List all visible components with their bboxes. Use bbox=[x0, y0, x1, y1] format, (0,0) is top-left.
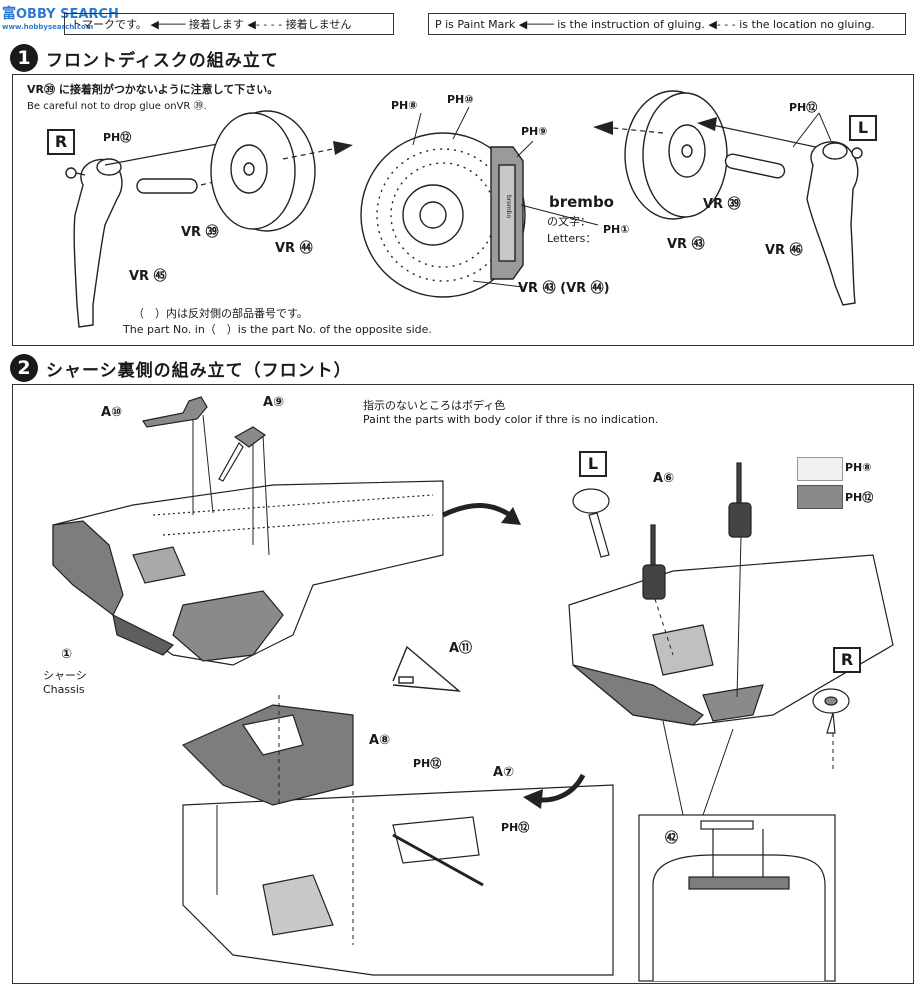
label-brembo: brembo bbox=[549, 193, 614, 211]
step2-note-jp: 指示のないところはボディ色 bbox=[363, 399, 506, 412]
side-right-marker: R bbox=[833, 647, 861, 673]
step2-diagram bbox=[52, 396, 894, 982]
label-chassis-en: Chassis bbox=[43, 683, 85, 696]
legend-en-paint: P is Paint Mark bbox=[435, 18, 516, 31]
disc-left-illustration bbox=[210, 110, 316, 232]
label-vr39-right: VR ㊴ bbox=[703, 197, 741, 212]
watermark-brand-cn: 富 bbox=[2, 6, 16, 22]
glue-arrow-icon: ◀──── bbox=[518, 18, 558, 31]
watermark-url: www.hobbysearch.com bbox=[2, 23, 94, 31]
arrow-head-icon bbox=[333, 141, 353, 155]
side-left-marker: L bbox=[849, 115, 877, 141]
step2-note-en: Paint the parts with body color if thre … bbox=[363, 413, 659, 426]
step1-note-jp: VR㊴ に接着剤がつかないように注意して下さい。 bbox=[27, 83, 279, 96]
step2-title: シャーシ裏側の組み立て（フロント） bbox=[46, 361, 352, 381]
label-ph1: PH① bbox=[603, 223, 630, 236]
svg-text:brembo: brembo bbox=[505, 195, 512, 218]
label-vr43: VR ㊸ bbox=[667, 237, 705, 252]
label-ph12-b: PH⑫ bbox=[501, 821, 530, 834]
label-a11: A⑪ bbox=[449, 641, 473, 656]
label-a6: A⑥ bbox=[653, 471, 675, 486]
label-vr46: VR ㊻ bbox=[765, 243, 803, 258]
pin-left-illustration bbox=[136, 178, 198, 194]
step1-diagram: brembo bbox=[65, 90, 863, 328]
step1-note-en: Be careful not to drop glue onVR ㊴. bbox=[27, 101, 207, 112]
swatch-dark-label: PH⑫ bbox=[845, 491, 874, 504]
mount-left-illustration bbox=[572, 488, 610, 558]
noglue-arrow-icon: ◀- - - bbox=[708, 18, 740, 31]
label-a9: A⑨ bbox=[263, 395, 285, 410]
label-chassis-number: ① bbox=[61, 647, 73, 662]
label-a7: A⑦ bbox=[493, 765, 515, 780]
chassis-front-view-illustration bbox=[182, 784, 614, 976]
label-a8: A⑧ bbox=[369, 733, 391, 748]
knuckle-left-illustration bbox=[65, 158, 123, 328]
legend-en: P is Paint Mark ◀──── is the instruction… bbox=[428, 13, 906, 35]
glue-arrow-icon: ◀──── bbox=[150, 18, 189, 31]
legend-en-glue: is the instruction of gluing. bbox=[557, 18, 705, 31]
noglue-arrow-icon: ◀- - - - bbox=[247, 18, 286, 31]
legend-en-noglue: is the location no gluing. bbox=[739, 18, 875, 31]
shock-absorber-left-illustration bbox=[642, 524, 666, 600]
brembo-disc-illustration: brembo bbox=[360, 132, 526, 298]
arrow-head-icon bbox=[501, 507, 521, 525]
step1-footnote-en: The part No. in（ ）is the part No. of the… bbox=[123, 323, 432, 336]
part-a8-illustration bbox=[181, 704, 354, 806]
label-brembo-jp: の文字： bbox=[547, 215, 591, 228]
label-ph9: PH⑨ bbox=[521, 125, 548, 138]
label-brembo-en: Letters： bbox=[547, 232, 597, 245]
label-ph12-left: PH⑫ bbox=[103, 131, 132, 144]
arrow-head-icon bbox=[697, 117, 717, 131]
label-vr45: VR ㊺ bbox=[129, 269, 167, 284]
label-a10: A⑩ bbox=[101, 405, 123, 420]
arrow-head-icon bbox=[523, 789, 543, 809]
label-vr43-44: VR ㊸ (VR ㊹) bbox=[518, 281, 610, 296]
legend-jp-noglue: 接着しません bbox=[285, 18, 352, 31]
step2-panel: 指示のないところはボディ色 Paint the parts with body … bbox=[12, 384, 914, 984]
label-ph10: PH⑩ bbox=[447, 93, 474, 106]
chassis-illustration bbox=[52, 480, 444, 666]
legend-jp-prefix: トマークです。 bbox=[71, 18, 147, 31]
label-ph12-right: PH⑫ bbox=[789, 101, 818, 114]
watermark-logo: 富OBBY SEARCH www.hobbysearch.com bbox=[2, 3, 152, 31]
step1-title: フロントディスクの組み立て bbox=[46, 51, 279, 71]
step1-footnote-jp: （ ）内は反対側の部品番号です。 bbox=[133, 307, 308, 320]
swatch-light bbox=[797, 457, 843, 481]
pin-right-illustration bbox=[724, 153, 786, 179]
label-chassis-jp: シャーシ bbox=[43, 669, 87, 682]
part-a10-illustration bbox=[142, 396, 208, 428]
arrow-head-icon bbox=[593, 121, 613, 135]
part-a9-illustration bbox=[218, 426, 267, 482]
part-a11-illustration bbox=[392, 645, 462, 692]
legend-jp-glue: 接着します bbox=[188, 18, 244, 31]
side-left-marker: L bbox=[579, 451, 607, 477]
step2-number: 2 bbox=[10, 354, 38, 382]
step1-number: 1 bbox=[10, 44, 38, 72]
label-ph8: PH⑧ bbox=[391, 99, 418, 112]
mount-right-illustration bbox=[812, 688, 850, 734]
shock-absorber-right-illustration bbox=[728, 462, 752, 538]
watermark-brand-en: OBBY SEARCH bbox=[16, 7, 119, 22]
knuckle-right-illustration bbox=[806, 141, 863, 306]
detail-inset-box bbox=[638, 814, 836, 982]
label-vr44: VR ㊹ bbox=[275, 241, 313, 256]
side-right-marker: R bbox=[47, 129, 75, 155]
swatch-light-label: PH⑧ bbox=[845, 461, 872, 474]
label-ph12-a: PH⑫ bbox=[413, 757, 442, 770]
label-part42: ㊷ bbox=[665, 831, 679, 846]
legend-jp: トマークです。 ◀──── 接着します ◀- - - - 接着しません bbox=[64, 13, 394, 35]
swatch-dark bbox=[797, 485, 843, 509]
label-vr39-left: VR ㊴ bbox=[181, 225, 219, 240]
step1-panel: VR㊴ に接着剤がつかないように注意して下さい。 Be careful not … bbox=[12, 74, 914, 346]
